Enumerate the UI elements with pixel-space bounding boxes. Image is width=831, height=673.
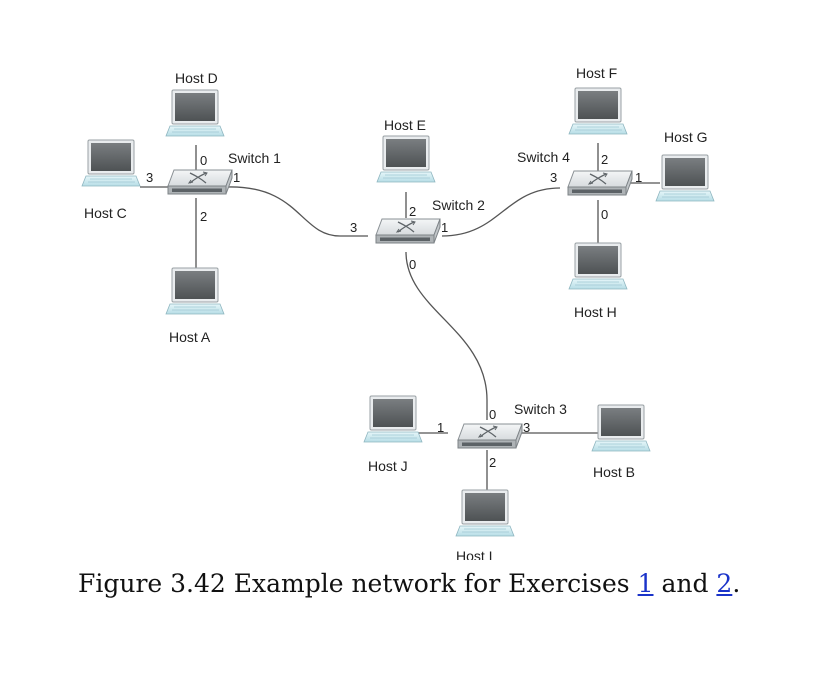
s3-port-3: 3	[523, 420, 530, 435]
s1-port-3: 3	[146, 170, 153, 185]
host-f-icon	[568, 87, 628, 135]
host-d-label: Host D	[175, 70, 218, 86]
host-d-icon	[165, 89, 225, 137]
host-j-label: Host J	[368, 458, 408, 474]
host-b-icon	[591, 404, 651, 452]
switch-2-icon	[375, 218, 441, 244]
link-s2-s4	[441, 187, 561, 237]
caption-end: .	[732, 569, 741, 598]
caption-mid: and	[653, 569, 717, 598]
link-s2-s3	[405, 251, 488, 420]
exercise-1-link[interactable]: 1	[637, 569, 654, 598]
switch-4-icon	[567, 170, 633, 196]
switch-3-icon	[457, 423, 523, 449]
s3-port-2: 2	[489, 455, 496, 470]
s4-port-1: 1	[635, 170, 642, 185]
links	[140, 143, 660, 490]
host-a-icon	[165, 267, 225, 315]
host-i-label: Host I	[456, 548, 493, 560]
s1-port-2: 2	[200, 209, 207, 224]
host-i-icon	[455, 489, 515, 537]
switch-1-icon	[167, 169, 233, 195]
host-c-label: Host C	[84, 205, 127, 221]
host-g-icon	[655, 154, 715, 202]
s4-port-0: 0	[601, 207, 608, 222]
host-c-icon	[81, 139, 141, 187]
host-e-icon	[376, 135, 436, 183]
host-g-label: Host G	[664, 129, 708, 145]
exercise-2-link[interactable]: 2	[716, 569, 733, 598]
s2-port-2: 2	[409, 204, 416, 219]
host-h-icon	[568, 242, 628, 290]
switch-1-label: Switch 1	[228, 150, 281, 166]
host-e-label: Host E	[384, 117, 426, 133]
s4-port-2: 2	[601, 152, 608, 167]
s2-port-1: 1	[441, 220, 448, 235]
host-h-label: Host H	[574, 304, 617, 320]
switch-3-label: Switch 3	[514, 401, 567, 417]
s2-port-0: 0	[409, 257, 416, 272]
host-f-label: Host F	[576, 65, 617, 81]
s1-port-1: 1	[233, 170, 240, 185]
s4-port-3: 3	[550, 170, 557, 185]
s3-port-1: 1	[437, 420, 444, 435]
network-diagram: Host D Host C Host A Host E Host F Host …	[81, 65, 715, 560]
figure-caption: Figure 3.42 Example network for Exercise…	[78, 567, 778, 601]
host-j-icon	[363, 395, 423, 443]
switch-2-label: Switch 2	[432, 197, 485, 213]
s1-port-0: 0	[200, 153, 207, 168]
link-s1-s2	[226, 186, 368, 237]
s2-port-3: 3	[350, 220, 357, 235]
caption-text: Figure 3.42 Example network for Exercise…	[78, 569, 638, 598]
host-b-label: Host B	[593, 464, 635, 480]
switch-4-label: Switch 4	[517, 149, 570, 165]
s3-port-0: 0	[489, 407, 496, 422]
host-a-label: Host A	[169, 329, 211, 345]
